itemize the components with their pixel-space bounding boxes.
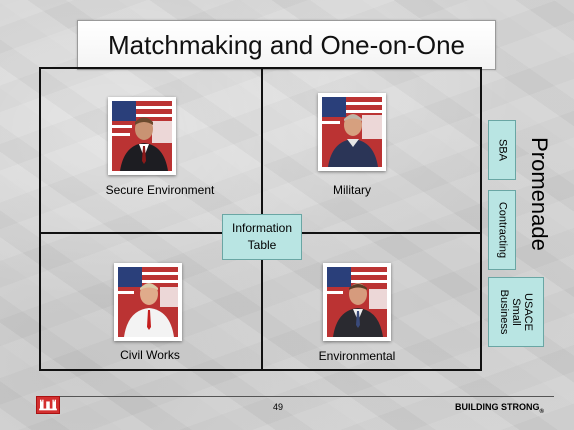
slide-title: Matchmaking and One-on-One [108, 29, 465, 60]
promenade-item-contracting: Contracting [488, 190, 516, 270]
portrait-icon [118, 267, 178, 337]
promenade-label: Promenade [527, 137, 552, 251]
portrait-photo-secure-environment [108, 97, 176, 175]
promenade-item-label: USACE Small Business [498, 290, 534, 335]
portrait-icon [327, 267, 387, 337]
usace-castle-logo-icon [36, 396, 60, 414]
castle-icon [39, 399, 57, 411]
title-box: Matchmaking and One-on-One [77, 20, 496, 70]
promenade-item-label: SBA [496, 138, 509, 162]
business-line: Business [498, 289, 510, 335]
footer-divider [48, 396, 554, 397]
info-table-line2: Table [247, 238, 277, 252]
portrait-photo-environmental [323, 263, 391, 341]
quadrant-caption: Military [333, 183, 371, 197]
promenade-item-sba: SBA [488, 120, 516, 180]
usace-line: USACE [522, 293, 534, 331]
registered-mark: ® [539, 408, 544, 415]
small-line: Small [510, 298, 522, 326]
promenade-item-label: Contracting [496, 201, 509, 259]
promenade-item-usace-small-business: USACE Small Business [488, 277, 544, 347]
footer-brand: BUILDING STRONG® [455, 402, 544, 415]
portrait-icon [322, 97, 382, 167]
info-table-line1: Information [231, 221, 293, 235]
brand-text: BUILDING STRONG [455, 402, 540, 412]
quadrant-caption: Civil Works [120, 348, 180, 362]
quadrant-caption: Secure Environment [105, 183, 215, 197]
portrait-photo-military [318, 93, 386, 171]
information-table-box: Information Table [222, 214, 302, 260]
portrait-photo-civil-works [114, 263, 182, 341]
quadrant-grid [39, 67, 482, 371]
portrait-icon [112, 101, 172, 171]
quadrant-caption: Environmental [318, 349, 396, 363]
page-number: 49 [273, 402, 284, 412]
promenade-label-area: Promenade [524, 134, 554, 254]
